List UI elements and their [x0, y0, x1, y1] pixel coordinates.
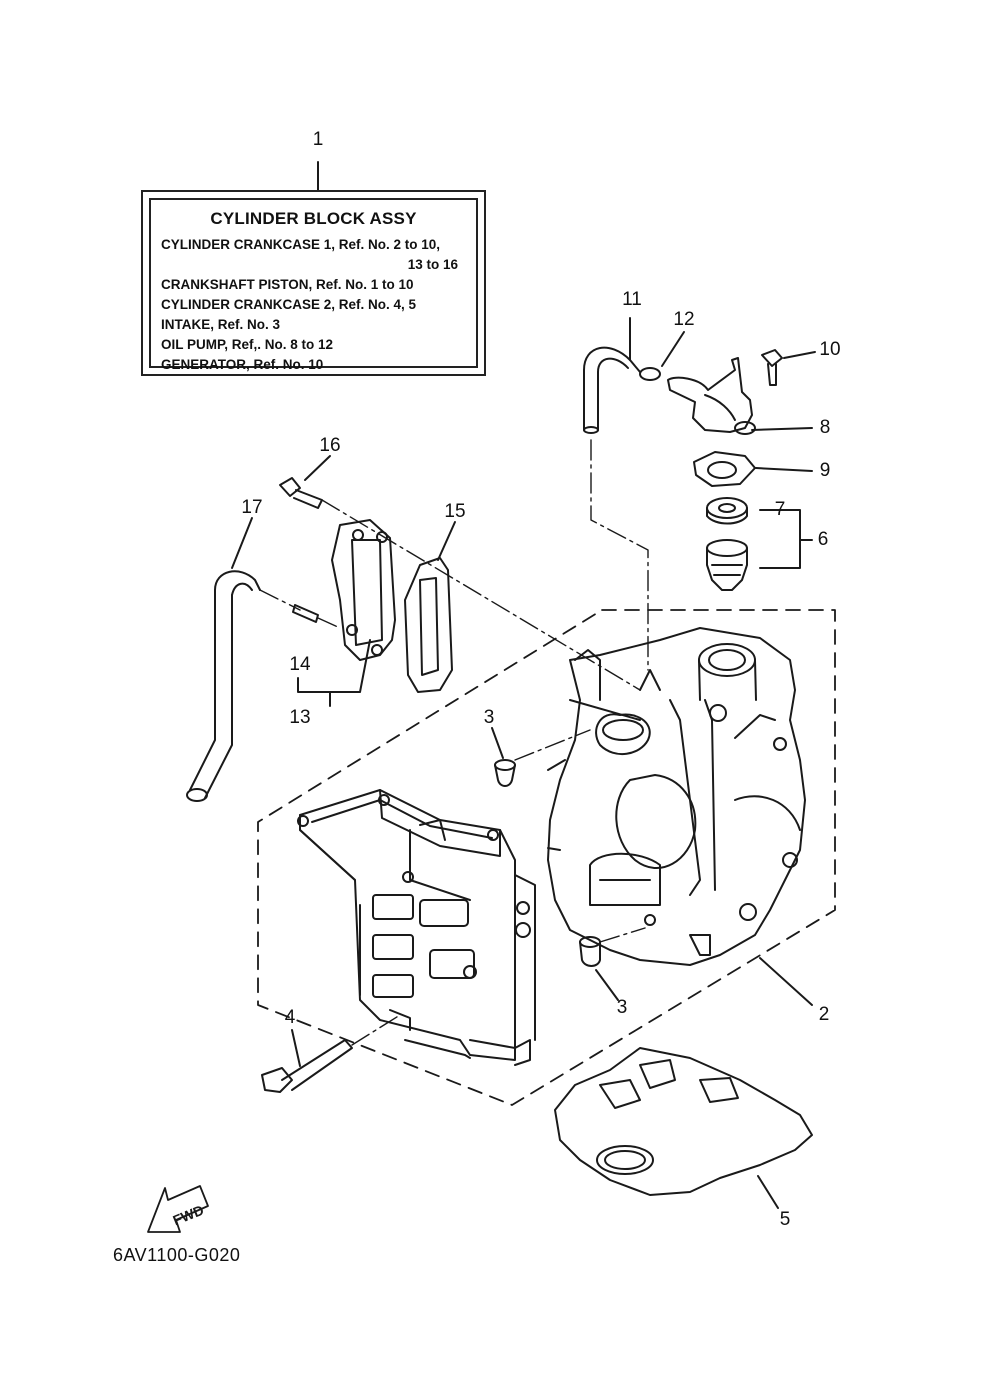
legend-line: 13 to 16 — [407, 257, 458, 272]
callout-10: 10 — [819, 339, 841, 360]
crankcase-2-part — [297, 789, 536, 1066]
leader-15 — [437, 521, 456, 561]
gasket-5-part — [554, 1047, 813, 1196]
seal-7-part — [706, 497, 748, 519]
assembly-dashed-outline — [257, 609, 836, 1106]
hose-17-part — [189, 570, 261, 799]
bolt-10-part — [761, 349, 783, 386]
bolt-16-part — [279, 477, 323, 509]
alignment-line-dowel-a — [514, 729, 591, 761]
callout-6: 6 — [817, 529, 829, 550]
callout-14: 14 — [289, 654, 311, 675]
callout-16: 16 — [319, 435, 341, 456]
leader-14-13 — [297, 639, 371, 707]
legend-line: CYLINDER CRANKCASE 2, Ref. No. 4, 5 — [161, 297, 417, 312]
leader-3a — [491, 727, 504, 759]
thermostat-6-part — [706, 539, 748, 591]
alignment-line-hose — [590, 439, 649, 671]
hose-11-part — [583, 346, 641, 431]
callout-17: 17 — [241, 497, 263, 518]
callout-3a: 3 — [483, 707, 495, 728]
leader-12 — [661, 331, 685, 367]
alignment-line-hose-17 — [259, 589, 301, 611]
clip-12-part — [639, 367, 661, 381]
dowel-3a-part — [494, 759, 516, 787]
legend-line: GENERATOR, Ref. No. 10 — [161, 357, 324, 372]
legend-inner-frame: CYLINDER BLOCK ASSY CYLINDER CRANKCASE 1… — [149, 198, 478, 372]
callout-4: 4 — [284, 1007, 296, 1028]
leader-8 — [751, 427, 813, 431]
leader-10 — [783, 351, 816, 359]
callout-3b: 3 — [616, 997, 628, 1018]
dowel-3b-part — [579, 936, 601, 967]
callout-5: 5 — [779, 1209, 791, 1230]
legend-title: CYLINDER BLOCK ASSY — [210, 209, 417, 228]
legend-box: CYLINDER BLOCK ASSY CYLINDER CRANKCASE 1… — [141, 190, 486, 376]
callout-13: 13 — [289, 707, 311, 728]
callout-7: 7 — [774, 499, 786, 520]
alignment-line-stud — [317, 617, 341, 629]
callout-11: 11 — [622, 289, 642, 310]
legend-line: OIL PUMP, Ref,. No. 8 to 12 — [161, 337, 334, 352]
oil-pump-part — [667, 357, 756, 435]
callout-1: 1 — [312, 129, 324, 150]
leader-16 — [304, 455, 331, 481]
leader-4 — [291, 1029, 301, 1067]
diagram-code: 6AV1100-G020 — [113, 1245, 241, 1265]
legend-line: INTAKE, Ref. No. 3 — [161, 317, 281, 332]
leader-2 — [759, 957, 813, 1006]
leader-5 — [757, 1175, 779, 1209]
legend-line: CYLINDER CRANKCASE 1, Ref. No. 2 to 10, — [161, 237, 441, 252]
alignment-line-bolt-4 — [351, 1014, 401, 1046]
leader-3b — [595, 969, 619, 1001]
callout-2: 2 — [818, 1004, 830, 1025]
leader-17 — [231, 517, 253, 569]
leader-7-6 — [759, 509, 813, 569]
crankcase-1-part — [547, 627, 806, 966]
gasket-15-part — [404, 557, 453, 693]
callout-15: 15 — [444, 501, 466, 522]
fwd-label: FWD — [170, 1202, 206, 1229]
alignment-line-intake — [321, 499, 641, 691]
stud-14-part — [292, 604, 319, 623]
fwd-arrow — [147, 1185, 209, 1233]
callout-8: 8 — [819, 417, 831, 438]
legend-line: CRANKSHAFT PISTON, Ref. No. 1 to 10 — [161, 277, 414, 292]
bolt-4-part — [261, 1039, 353, 1093]
gasket-9-part — [693, 451, 756, 487]
callout-12: 12 — [673, 309, 695, 330]
leader-9 — [755, 467, 813, 472]
intake-13-part — [331, 519, 396, 661]
callout-9: 9 — [819, 460, 831, 481]
alignment-line-dowel-b — [599, 927, 646, 943]
